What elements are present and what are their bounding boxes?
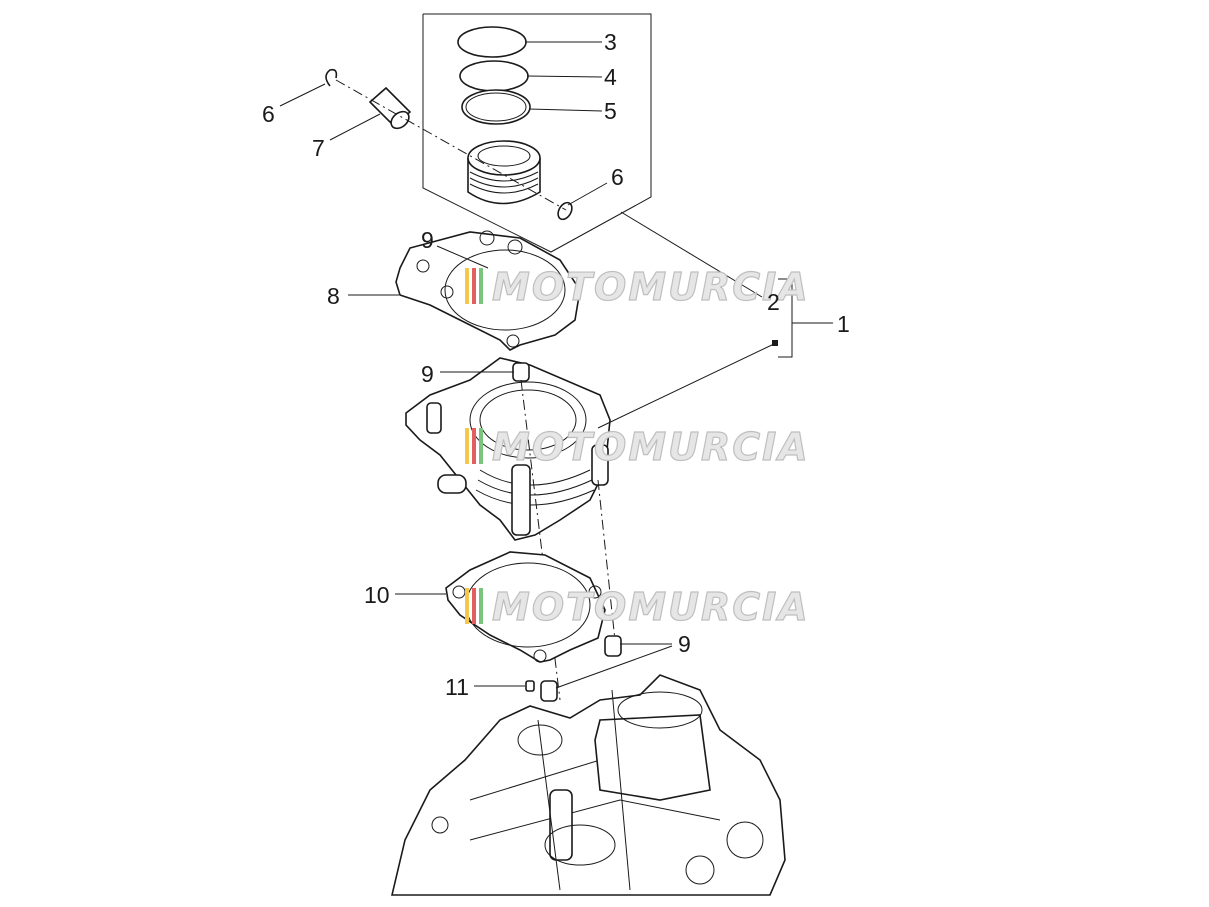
callout-9-lower: 9 xyxy=(678,631,691,657)
leader-6-top xyxy=(279,83,326,107)
piston xyxy=(467,140,541,205)
watermark-text: MOTOMURCIA xyxy=(492,265,810,309)
callout-9-top: 9 xyxy=(421,227,434,253)
callout-3: 3 xyxy=(604,29,617,55)
leader-7 xyxy=(329,113,381,141)
crankcase xyxy=(390,674,786,896)
piston-pin xyxy=(368,86,412,130)
head-gasket xyxy=(395,230,581,351)
piston-kit-box xyxy=(422,13,652,253)
piston-ring-5 xyxy=(461,89,531,125)
callout-5: 5 xyxy=(604,98,617,124)
callout-2: 2 xyxy=(767,289,780,315)
cylinder-marker-square xyxy=(772,340,778,346)
watermark-3: MOTOMURCIA xyxy=(465,584,810,630)
callout-10: 10 xyxy=(364,582,390,608)
callout-6-bottom: 6 xyxy=(611,164,624,190)
callout-9-mid: 9 xyxy=(421,361,434,387)
callout-11: 11 xyxy=(445,674,469,700)
leader-9-lower-b xyxy=(555,645,673,689)
watermark-text: MOTOMURCIA xyxy=(492,585,810,629)
callout-1: 1 xyxy=(837,311,850,337)
circlip-top xyxy=(325,68,338,87)
leader-6-bottom xyxy=(567,182,608,206)
dowel-pin-right xyxy=(604,635,622,657)
cylinder xyxy=(405,357,611,541)
leader-kit-to-2 xyxy=(620,211,763,298)
dowel-pin-left xyxy=(540,680,558,702)
callout-7: 7 xyxy=(312,135,325,161)
callout-8: 8 xyxy=(327,283,340,309)
base-gasket xyxy=(445,551,606,663)
piston-ring-3 xyxy=(457,26,527,58)
leader-cylinder-to-1 xyxy=(597,342,777,429)
watermark-2: MOTOMURCIA xyxy=(465,424,810,470)
leader-5 xyxy=(528,108,603,112)
leader-9-top xyxy=(436,245,489,269)
dowel-pin-top xyxy=(512,362,530,382)
piston-ring-4 xyxy=(459,60,529,92)
small-dowel-11 xyxy=(525,680,535,692)
leader-4 xyxy=(526,75,603,78)
watermark-1: MOTOMURCIA xyxy=(465,264,810,310)
circlip-bottom xyxy=(557,201,573,221)
bracket-1 xyxy=(778,278,793,358)
callout-4: 4 xyxy=(604,64,617,90)
callout-6-top: 6 xyxy=(262,101,275,127)
watermark-text: MOTOMURCIA xyxy=(492,425,810,469)
